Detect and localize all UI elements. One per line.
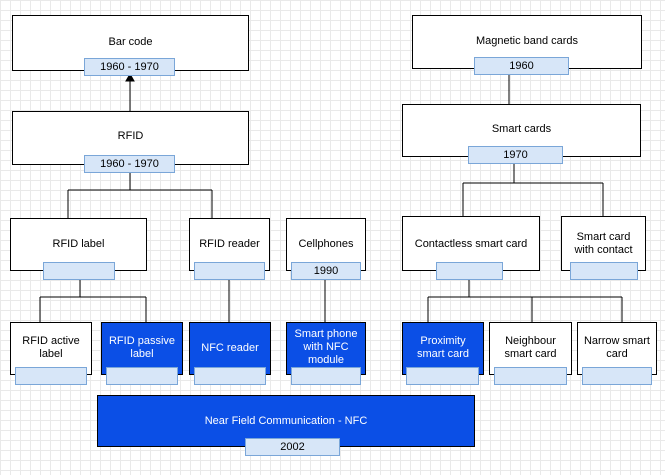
rfid-label-period-badge xyxy=(43,262,115,280)
nfc-text: Near Field Communication - NFC xyxy=(204,415,368,427)
connector-smartcards-children xyxy=(462,164,604,216)
rfid-passive-text: RFID passive label xyxy=(108,335,176,360)
connector-rfidlabel-children xyxy=(39,279,147,322)
contactless-node: Contactless smart card xyxy=(402,216,540,271)
neighbour-period-badge xyxy=(494,367,567,385)
nfc-period-badge: 2002 xyxy=(245,438,340,456)
narrow-node: Narrow smart card xyxy=(577,322,657,375)
rfid-label-text: RFID label xyxy=(52,238,105,250)
smartcards-label: Smart cards xyxy=(491,123,552,135)
proximity-text: Proximity smart card xyxy=(417,335,469,360)
smartphone-period-badge xyxy=(291,367,361,385)
contact-card-period-badge xyxy=(570,262,638,280)
rfid-period-badge: 1960 - 1970 xyxy=(84,155,175,173)
connector-contactless-children xyxy=(427,279,623,322)
smartphone-node: Smart phone with NFC module xyxy=(286,322,366,375)
proximity-node: Proximity smart card xyxy=(402,322,484,375)
contactless-text: Contactless smart card xyxy=(414,238,528,250)
rfid-label: RFID xyxy=(117,130,144,142)
contact-card-text: Smart card with contact xyxy=(574,231,633,256)
magnetic-period-badge: 1960 xyxy=(474,57,569,75)
connector-rfid-children xyxy=(67,173,213,218)
rfid-passive-period-badge xyxy=(106,367,178,385)
cellphones-period-badge: 1990 xyxy=(291,262,361,280)
cellphones-text: Cellphones xyxy=(298,238,354,250)
smartphone-text: Smart phone with NFC module xyxy=(294,328,358,366)
nfc-reader-node: NFC reader xyxy=(189,322,271,375)
rfid-active-period-badge xyxy=(15,367,87,385)
smartcards-period-badge: 1970 xyxy=(468,146,563,164)
rfid-active-text: RFID active label xyxy=(22,335,80,360)
arrow-head-icon xyxy=(125,72,135,82)
barcode-label: Bar code xyxy=(108,36,153,48)
narrow-period-badge xyxy=(582,367,652,385)
nfc-reader-period-badge xyxy=(194,367,266,385)
proximity-period-badge xyxy=(406,367,479,385)
magnetic-label: Magnetic band cards xyxy=(475,35,579,47)
contactless-period-badge xyxy=(436,262,503,280)
nfc-reader-text: NFC reader xyxy=(201,342,259,354)
rfid-reader-period-badge xyxy=(194,262,265,280)
narrow-text: Narrow smart card xyxy=(583,335,650,360)
rfid-active-node: RFID active label xyxy=(10,322,92,375)
barcode-period-badge: 1960 - 1970 xyxy=(84,58,175,76)
rfid-reader-text: RFID reader xyxy=(199,238,260,250)
rfid-passive-node: RFID passive label xyxy=(101,322,183,375)
contact-card-node: Smart card with contact xyxy=(561,216,646,271)
neighbour-text: Neighbour smart card xyxy=(504,335,557,360)
